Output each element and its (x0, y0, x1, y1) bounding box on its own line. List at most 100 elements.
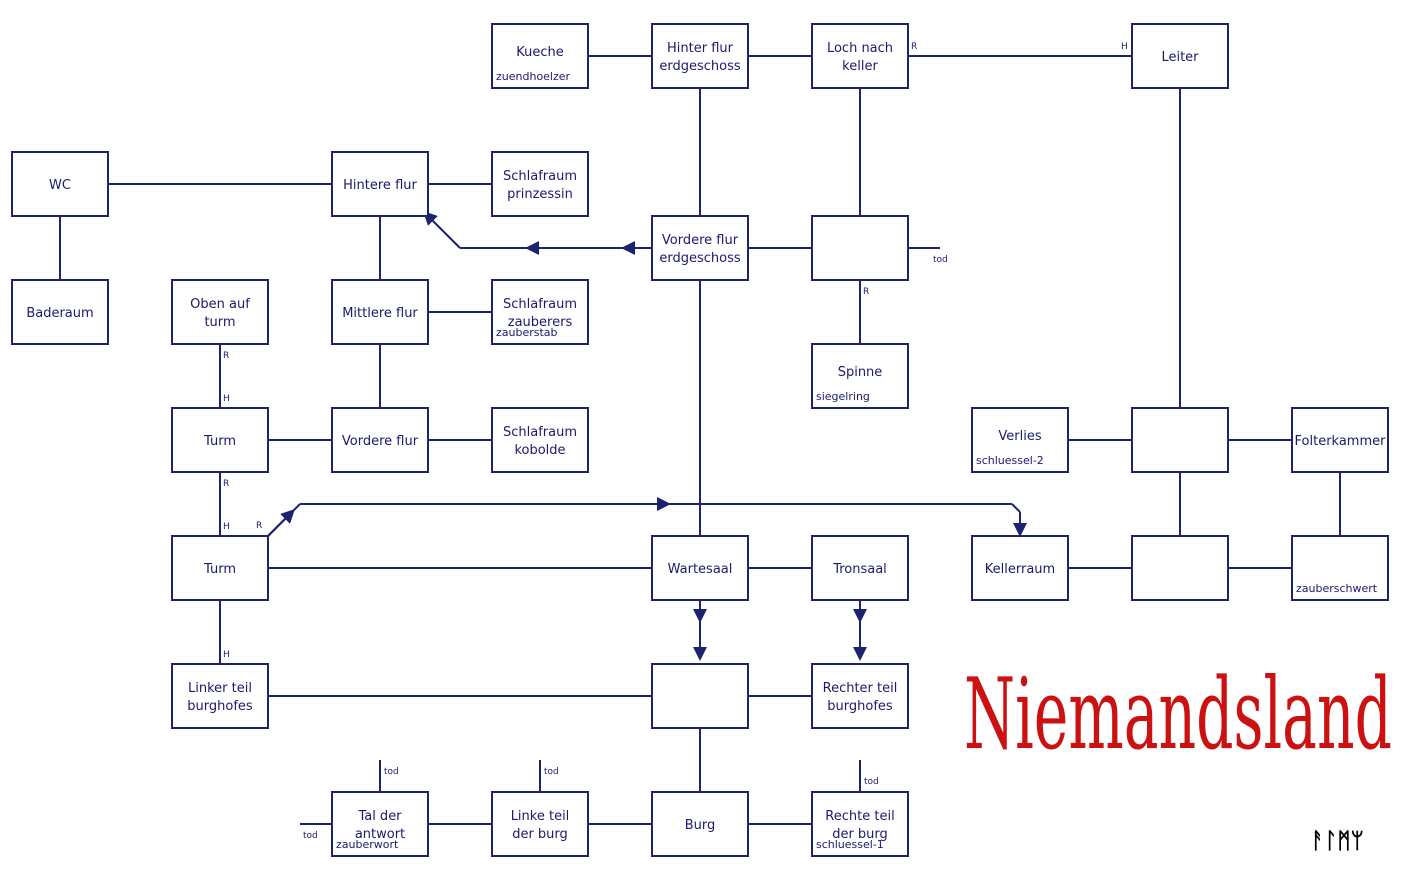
room-label: Schlafraum (503, 297, 577, 312)
marker-tod-linke: tod (544, 767, 559, 777)
signature-runes: ᚨᛚᛗᛘ (1311, 829, 1364, 854)
room-label: prinzessin (507, 187, 573, 202)
room-kueche: Kueche zuendhoelzer (491, 23, 589, 89)
room-box (811, 23, 909, 89)
room-label: kobolde (514, 443, 565, 458)
room-label: Vordere flur (342, 434, 419, 449)
room-blank-cellar-2 (1131, 535, 1229, 601)
room-leiter: Leiter (1131, 23, 1229, 89)
room-box (171, 407, 269, 473)
room-label: turm (204, 315, 235, 330)
room-label: Turm (203, 562, 236, 577)
room-label: Wartesaal (668, 562, 733, 577)
room-box (171, 663, 269, 729)
room-schlafraum-kobolde: Schlafraum kobolde (491, 407, 589, 473)
room-box (1131, 535, 1229, 601)
room-label: Schlafraum (503, 425, 577, 440)
room-box (811, 663, 909, 729)
room-label: erdgeschoss (659, 59, 741, 74)
room-wc: WC (11, 151, 109, 217)
marker-r-loch: R (911, 42, 917, 52)
room-turm-upper: Turm (171, 407, 269, 473)
room-item: zuendhoelzer (496, 70, 571, 83)
room-hinter-flur-eg: Hinter flur erdgeschoss (651, 23, 749, 89)
room-label: Kellerraum (985, 562, 1055, 577)
marker-tod-tal-top: tod (384, 767, 399, 777)
room-box (651, 215, 749, 281)
room-tronsaal: Tronsaal (811, 535, 909, 601)
room-box (811, 535, 909, 601)
marker-h-turm-upper: H (223, 394, 230, 404)
room-wartesaal: Wartesaal (651, 535, 749, 601)
marker-tod-rechte: tod (864, 777, 879, 787)
room-box (491, 279, 589, 345)
connections (59, 55, 1341, 825)
room-label: Hintere flur (343, 178, 417, 193)
marker-h-leiter: H (1121, 42, 1128, 52)
rooms: Kueche zuendhoelzer Hinter flur erdgeschoss… (11, 23, 1389, 857)
room-label: Mittlere flur (342, 306, 418, 321)
room-label: der burg (832, 827, 888, 842)
room-label: Kueche (516, 45, 564, 60)
room-item: zauberwort (336, 838, 399, 851)
room-label: Turm (203, 434, 236, 449)
room-label: der burg (512, 827, 568, 842)
room-verlies: Verlies schluessel-2 (971, 407, 1069, 473)
marker-r-turm-lower: R (256, 521, 262, 531)
room-label: Hinter flur (667, 41, 734, 56)
room-label: Tronsaal (832, 562, 887, 577)
room-box (491, 151, 589, 217)
marker-h-turm-lower: H (223, 522, 230, 532)
room-box (331, 151, 429, 217)
room-box (331, 407, 429, 473)
room-blank-hof (651, 663, 749, 729)
room-label: WC (49, 178, 71, 193)
room-label: antwort (355, 827, 405, 842)
room-box (651, 535, 749, 601)
room-box (11, 151, 109, 217)
room-box (491, 791, 589, 857)
room-schlafraum-prinzessin: Schlafraum prinzessin (491, 151, 589, 217)
markers: R H tod R R H R H R H tod tod tod tod (223, 42, 1128, 841)
marker-r-oben: R (223, 351, 229, 361)
room-box (971, 535, 1069, 601)
room-folterkammer: Folterkammer (1291, 407, 1389, 473)
room-label: Burg (685, 818, 716, 833)
marker-tod-tal-left: tod (303, 831, 318, 841)
room-item: siegelring (816, 390, 870, 403)
room-box (491, 23, 589, 89)
room-label: burghofes (827, 699, 893, 714)
room-label: Verlies (998, 429, 1041, 444)
room-mittlere-flur: Mittlere flur (331, 279, 429, 345)
room-label: erdgeschoss (659, 251, 741, 266)
room-box (1291, 407, 1389, 473)
room-item: schluessel-2 (976, 454, 1044, 467)
room-burg: Burg (651, 791, 749, 857)
room-label: Folterkammer (1295, 434, 1387, 449)
room-label: Tal der (357, 809, 402, 824)
room-blank-mid (811, 215, 909, 281)
room-box (171, 279, 269, 345)
room-blank-cellar-1 (1131, 407, 1229, 473)
room-label: Schlafraum (503, 169, 577, 184)
room-box (651, 663, 749, 729)
room-label: burghofes (187, 699, 253, 714)
room-box (811, 791, 909, 857)
room-label: Linke teil (511, 809, 570, 824)
room-label: Rechte teil (825, 809, 894, 824)
marker-h-linker: H (223, 650, 230, 660)
room-box (11, 279, 109, 345)
marker-r-turm-upper: R (223, 479, 229, 489)
room-box (1291, 535, 1389, 601)
room-item: zauberstab (496, 326, 558, 339)
room-baderaum: Baderaum (11, 279, 109, 345)
room-box (1131, 23, 1229, 89)
